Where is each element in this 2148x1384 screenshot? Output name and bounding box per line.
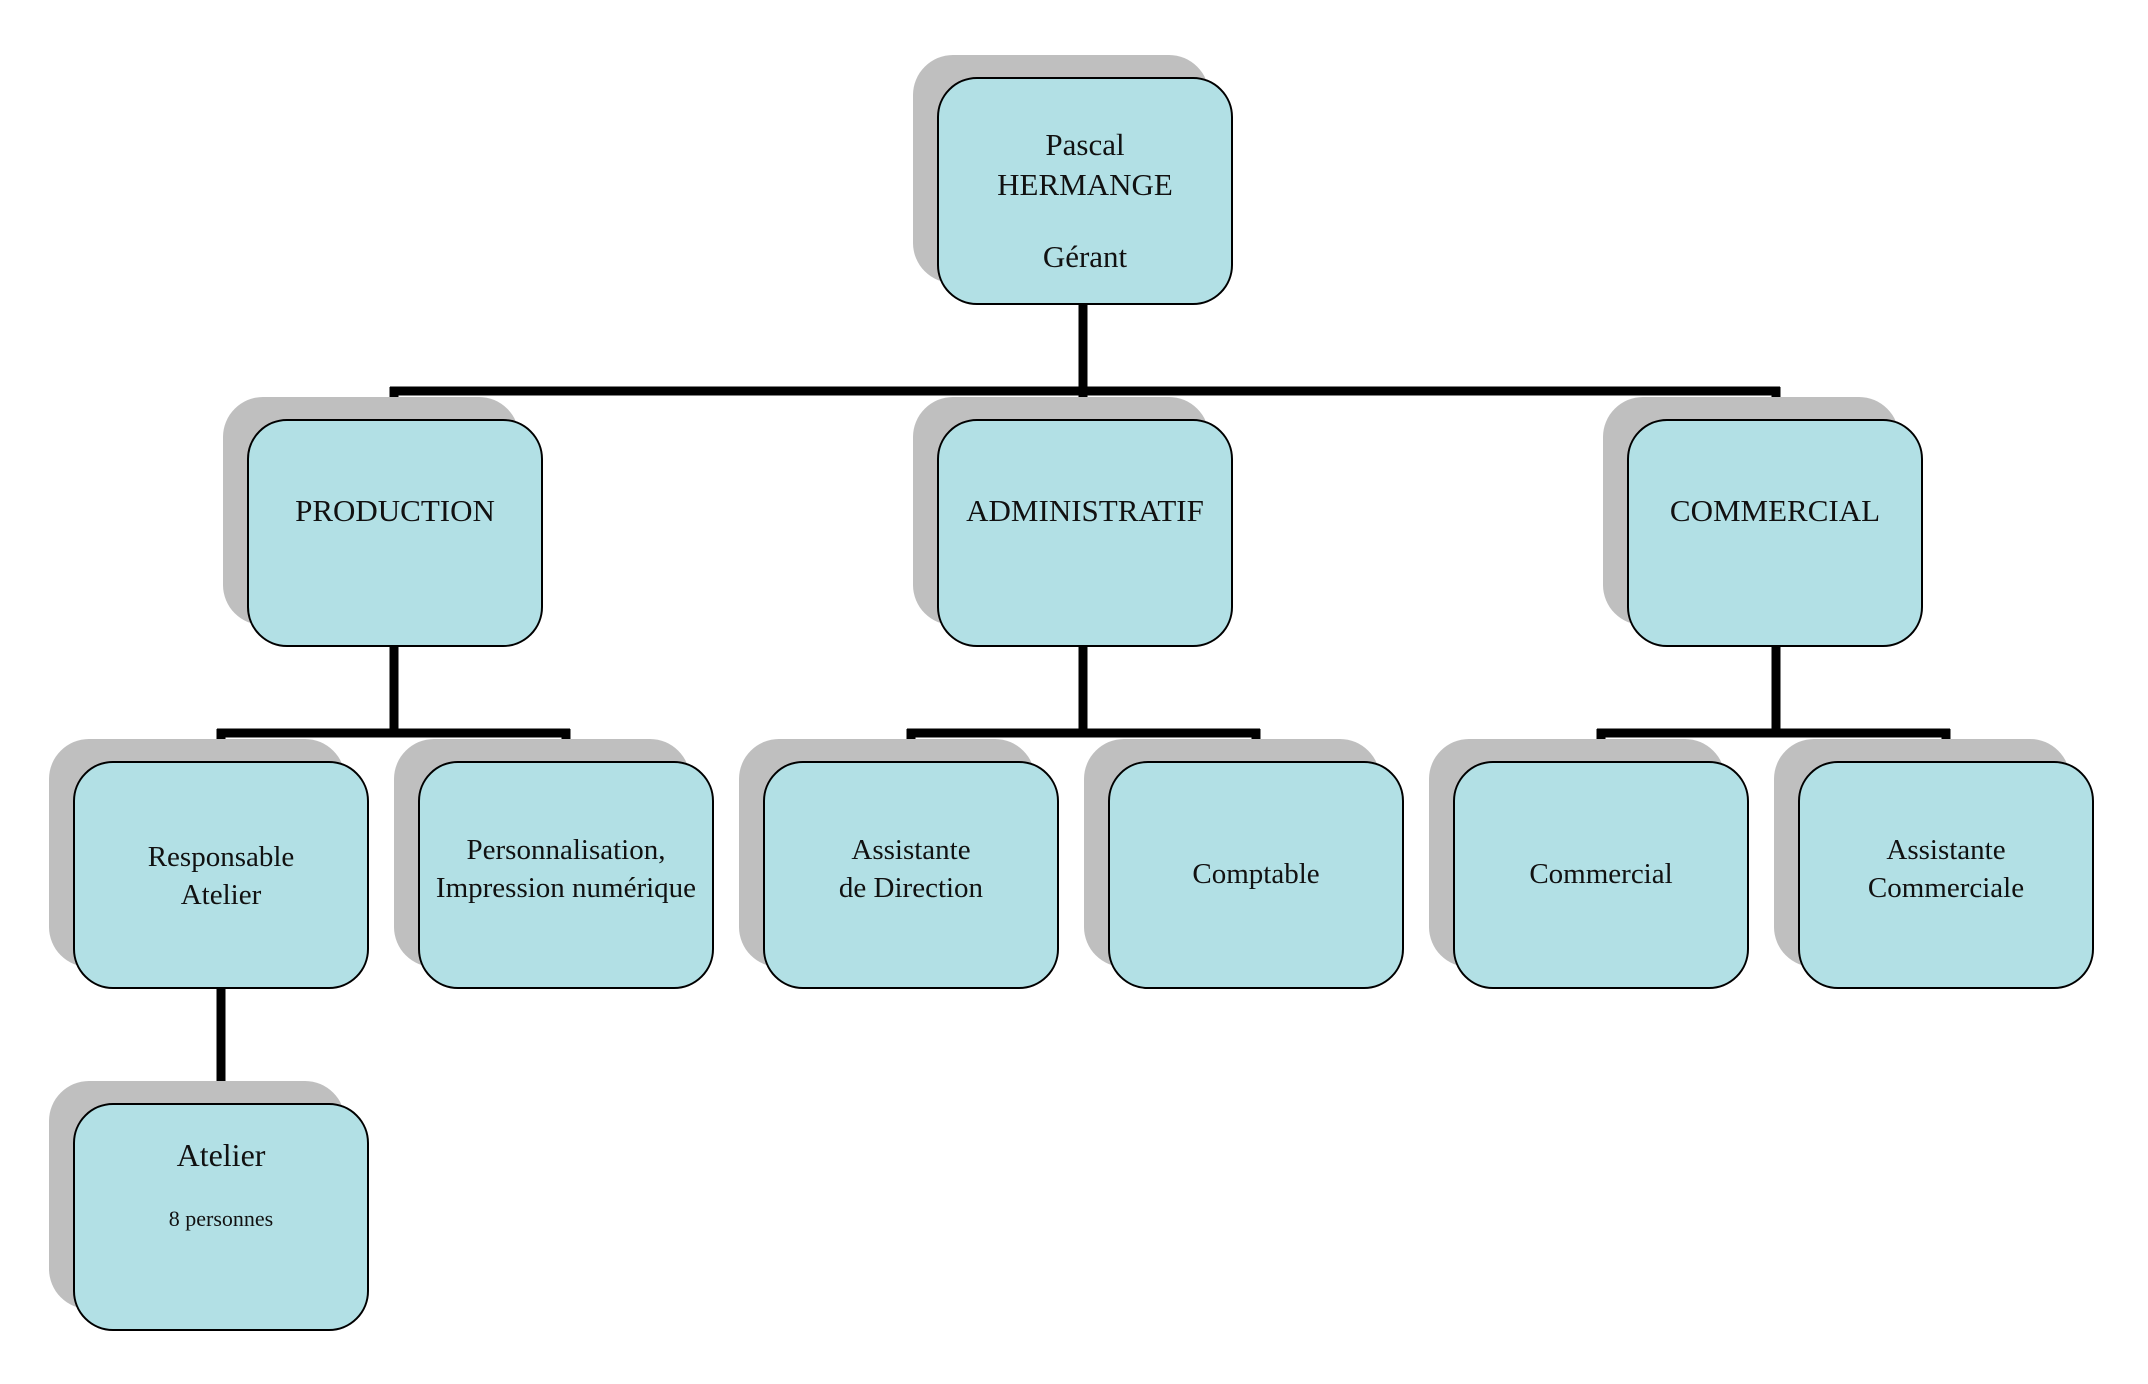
production-label: PRODUCTION: [295, 493, 495, 528]
node-box: Personnalisation, Impression numérique: [418, 761, 714, 989]
gerant-name-first: Pascal: [1045, 127, 1125, 162]
commercial-label: Commercial: [1529, 858, 1673, 890]
node-gerant: Pascal HERMANGE Gérant: [913, 55, 1233, 305]
gerant-role: Gérant: [1042, 239, 1128, 274]
responsable-atelier-label: Responsable Atelier: [147, 841, 295, 911]
node-box: Assistante Commerciale: [1798, 761, 2094, 989]
node-box: Assistante de Direction: [763, 761, 1059, 989]
gerant-name-last: HERMANGE: [997, 167, 1173, 202]
node-atelier: Atelier 8 personnes: [49, 1081, 369, 1331]
node-box: Commercial: [1453, 761, 1749, 989]
atelier-headcount: 8 personnes: [168, 1206, 274, 1231]
commercial-department-label: COMMERCIAL: [1669, 493, 1881, 528]
personnalisation-label: Personnalisation, Impression numérique: [435, 834, 697, 904]
node-personnalisation: Personnalisation, Impression numérique: [394, 739, 714, 989]
node-assistante-direction: Assistante de Direction: [739, 739, 1059, 989]
node-commercial: Commercial: [1429, 739, 1749, 989]
node-box: PRODUCTION: [247, 419, 543, 647]
node-production: PRODUCTION: [223, 397, 543, 647]
node-assistante-commerciale: Assistante Commerciale: [1774, 739, 2094, 989]
node-box: COMMERCIAL: [1627, 419, 1923, 647]
node-box: Atelier 8 personnes: [73, 1103, 369, 1331]
node-comptable: Comptable: [1084, 739, 1404, 989]
node-box: ADMINISTRATIF: [937, 419, 1233, 647]
administratif-label: ADMINISTRATIF: [966, 493, 1204, 528]
node-box: Pascal HERMANGE Gérant: [937, 77, 1233, 305]
assistante-commerciale-label: Assistante Commerciale: [1867, 834, 2025, 904]
assistante-direction-label: Assistante de Direction: [838, 834, 984, 904]
node-commercial-department: COMMERCIAL: [1603, 397, 1923, 647]
node-box: Responsable Atelier: [73, 761, 369, 989]
node-administratif: ADMINISTRATIF: [913, 397, 1233, 647]
atelier-title: Atelier: [176, 1137, 266, 1173]
comptable-label: Comptable: [1192, 858, 1320, 890]
node-responsable-atelier: Responsable Atelier: [49, 739, 369, 989]
node-box: Comptable: [1108, 761, 1404, 989]
